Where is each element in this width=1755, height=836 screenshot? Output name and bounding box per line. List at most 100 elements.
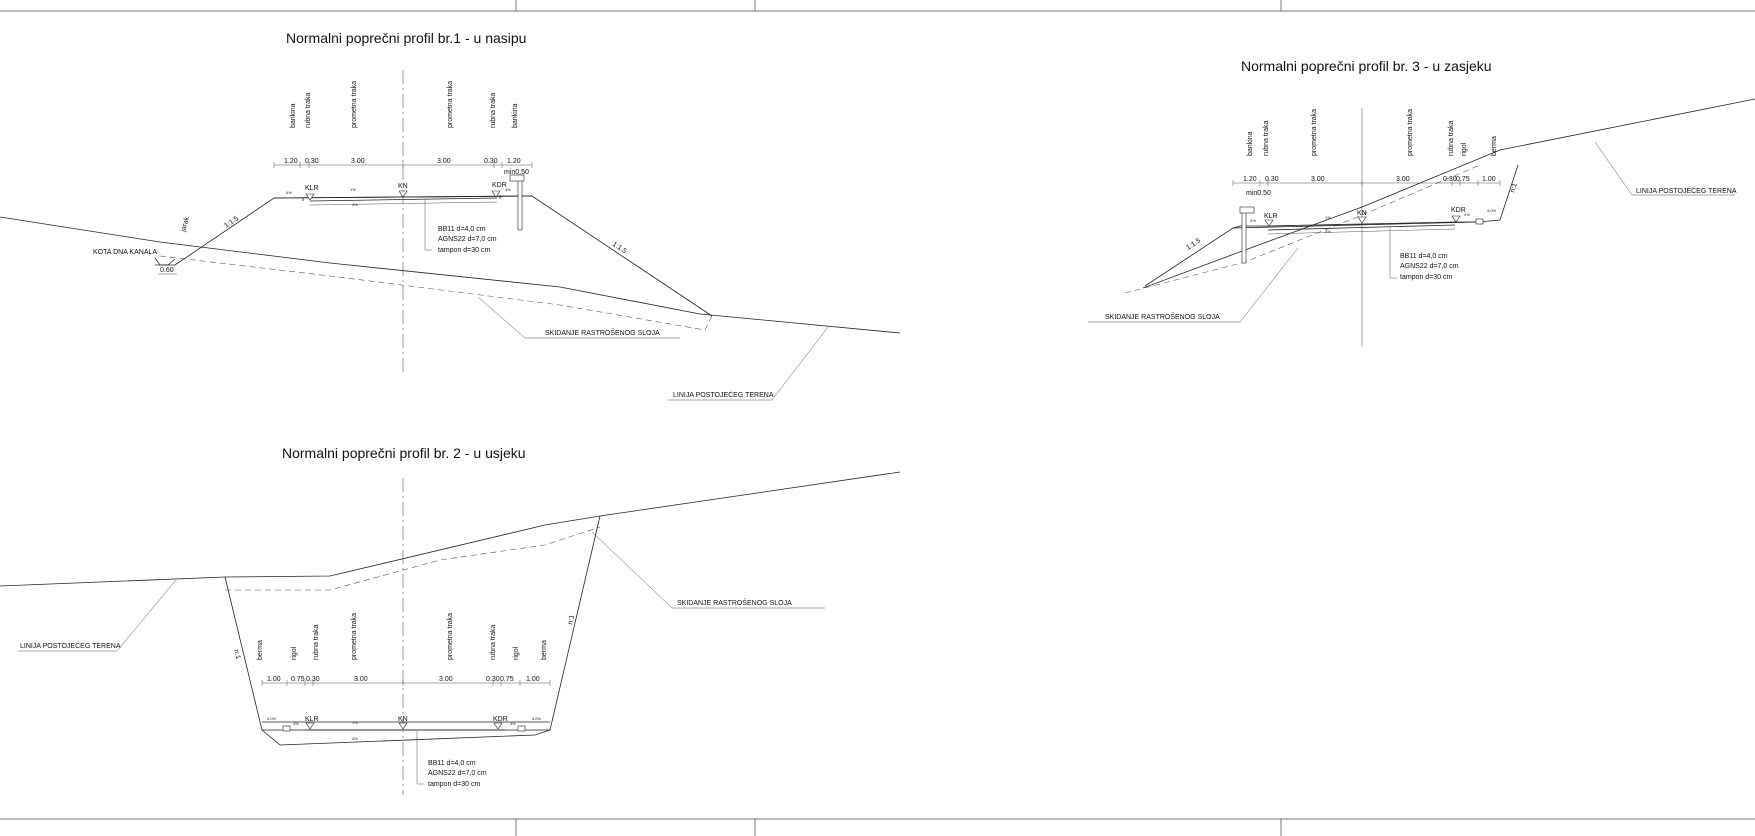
profile-3-slope-pct: 4% [1250, 218, 1256, 223]
profile-3-width: 1.20 [1243, 176, 1257, 183]
profile-3-lane-label: berma [1491, 136, 1498, 156]
profile-2-lane-label: rubna traka [490, 624, 497, 660]
profile-2-klr-marker [305, 722, 315, 730]
profile-1-slope-pct: 4% [505, 187, 511, 192]
profile-1-width: 1.20 [284, 158, 298, 165]
profile-2-width: 0.75 [500, 676, 514, 683]
profile-1-layer: AGNS22 d=7,0 cm [438, 236, 497, 243]
profile-2-stripping-label: SKIDANJE RASTROŠENOG SLOJA [677, 598, 792, 607]
profile-1-min-width: min0.50 [504, 169, 529, 176]
profile-2-slope-pct: 4% [352, 736, 358, 741]
profile-3-lane-label: rubna traka [1263, 120, 1270, 156]
profile-1-width: 3.00 [351, 158, 365, 165]
profile-2-terrain-label: LINIJA POSTOJEĆEG TERENA [20, 641, 121, 650]
profile-2-layer: BB11 d=4,0 cm [428, 760, 476, 767]
profile-3-width: 0.30 [1443, 176, 1457, 183]
profile-1-lane-label: bankina [512, 103, 519, 128]
profile-2-slope-pct: 4.0% [267, 716, 277, 721]
profile-1-terrain-leader [668, 326, 829, 401]
profile-1-width: 1.20 [507, 158, 521, 165]
profile-2-lane-label: prometna traka [447, 613, 454, 660]
profile-3-terrain-label: LINIJA POSTOJEĆEG TERENA [1636, 186, 1737, 195]
profile-3-kdr-label: KDR [1451, 207, 1466, 214]
profile-2-kn-marker [398, 722, 408, 730]
profile-1-layer: tampon d=30 cm [438, 247, 491, 254]
profile-1-slope-left: 1:1.5 [223, 215, 240, 230]
profile-1-width: 0.30 [305, 158, 319, 165]
profile-2-kdr-marker [493, 722, 503, 730]
profile-3-stripping-line [1124, 164, 1481, 294]
profile-1-jarak-label: jarak [180, 216, 191, 234]
profile-2-cutting [224, 515, 601, 731]
profile-3-stripping-label: SKIDANJE RASTROŠENOG SLOJA [1105, 312, 1220, 321]
profile-3-lane-label: bankina [1247, 131, 1254, 156]
profile-1-title: Normalni poprečni profil br.1 - u nasipu [286, 30, 526, 46]
profile-3-slope-right: n:1 [1509, 182, 1519, 194]
profile-1-embankment [155, 195, 713, 317]
profile-2-lane-label: berma [541, 640, 548, 660]
profile-2-slope-pct: 4.0% [532, 716, 542, 721]
profile-1-width: 3.00 [437, 158, 451, 165]
profile-2-kdr-label: KDR [493, 716, 508, 723]
profile-3-klr-label: KLR [1264, 213, 1278, 220]
profile-1-slope-pct: 4% [352, 202, 358, 207]
profile-3-kdr-marker [1451, 215, 1461, 223]
profile-2-lane-label: rigol [513, 646, 520, 660]
profile-2-drain-left [282, 725, 291, 732]
profile-1-slope-pct: 4% [286, 190, 292, 195]
profile-2-lane-label: rubna traka [313, 624, 320, 660]
profile-3-klr-marker [1264, 219, 1274, 227]
profile-2-lane-label: berma [257, 640, 264, 660]
profile-3-guardrail [1239, 206, 1255, 214]
profile-2-layer: AGNS22 d=7,0 cm [428, 770, 487, 777]
profile-3: Normalni poprečni profil br. 3 - u zasje… [1088, 58, 1755, 347]
profile-2-layer: tampon d=30 cm [428, 781, 481, 788]
profile-3-layer: tampon d=30 cm [1400, 274, 1453, 281]
profile-3-lane-label: prometna traka [1311, 109, 1318, 156]
profile-3-min-width: min0.50 [1246, 190, 1271, 197]
profile-3-lane-label: rigol [1461, 142, 1468, 156]
profile-3-slope-pct: 4% [1464, 212, 1470, 217]
profile-2-drain-right [517, 725, 526, 732]
profile-1-guardrail-post [517, 174, 523, 231]
profile-2-slope-pct: 1% [352, 720, 358, 725]
profile-2: Normalni poprečni profil br. 2 - u usjek… [0, 445, 901, 795]
profile-3-title: Normalni poprečni profil br. 3 - u zasje… [1241, 58, 1492, 74]
profile-3-terrain-leader [1594, 141, 1735, 196]
profile-2-width: 3.00 [354, 676, 368, 683]
profile-3-existing-terrain [1142, 98, 1755, 289]
profile-2-width: 3.00 [439, 676, 453, 683]
profile-1-lane-label: bankina [290, 103, 297, 128]
profile-1-lane-label: rubna traka [490, 92, 497, 128]
profile-2-kn-label: KN [398, 716, 408, 723]
profile-3-kn-label: KN [1357, 210, 1367, 217]
profile-3-kn-marker [1357, 216, 1367, 224]
profile-1-stripping-leader [477, 296, 680, 339]
profile-2-slope-right: n:1 [567, 614, 576, 625]
profile-3-drain [1475, 218, 1484, 225]
profile-1-klr-marker [305, 193, 315, 201]
profile-1-guardrail [509, 174, 525, 182]
profile-1-kn-marker [398, 190, 408, 198]
profile-1-terrain-label: LINIJA POSTOJEĆEG TERENA [673, 390, 774, 399]
profile-2-width: 1.00 [267, 676, 281, 683]
profile-2-slope-left: n:1 [232, 649, 241, 660]
profile-3-width: 3.00 [1311, 176, 1325, 183]
profile-1-lane-label: prometna traka [351, 81, 358, 128]
profile-1-kdr-label: KDR [492, 182, 507, 189]
profile-1-lane-label: rubna traka [305, 92, 312, 128]
profile-3-stripping-leader [1088, 247, 1299, 323]
profile-2-stripping-line [225, 526, 601, 591]
profile-2-slope-pct: 4% [510, 721, 516, 726]
profile-2-width: 0.30 [486, 676, 500, 683]
profile-1-layers-leader [424, 199, 432, 251]
profile-1-ditch [154, 257, 176, 266]
profile-1: Normalni poprečni profil br.1 - u nasipu… [0, 30, 901, 401]
profile-2-title: Normalni poprečni profil br. 2 - u usjek… [282, 445, 526, 461]
profile-2-slope-pct: 4% [293, 721, 299, 726]
profile-1-layer: BB11 d=4,0 cm [438, 226, 486, 233]
profile-2-width: 1.00 [526, 676, 540, 683]
profile-2-existing-terrain [0, 471, 901, 587]
